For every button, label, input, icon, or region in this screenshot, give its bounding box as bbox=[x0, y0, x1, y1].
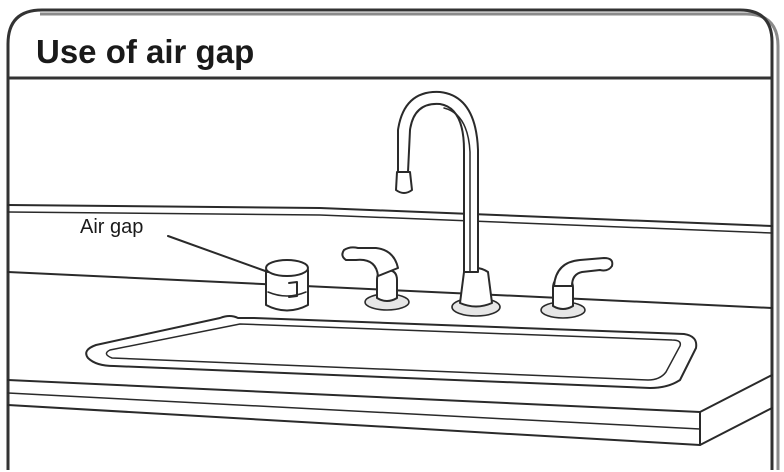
backsplash bbox=[7, 204, 773, 227]
faucet-tip bbox=[395, 171, 413, 194]
handle-icon-right bbox=[540, 257, 614, 319]
backsplash-edge bbox=[7, 211, 773, 234]
callout-leader-line bbox=[167, 235, 269, 273]
left-handle-lever bbox=[341, 246, 399, 277]
air-gap-icon bbox=[265, 259, 309, 312]
frame-border bbox=[6, 8, 774, 470]
sink-inner bbox=[105, 323, 682, 381]
right-handle-lever bbox=[553, 257, 614, 287]
counter-face-shade bbox=[7, 392, 701, 430]
faucet-icon bbox=[395, 90, 501, 317]
frame-shadow bbox=[40, 12, 780, 470]
air-gap-body bbox=[265, 269, 309, 312]
sink-rim bbox=[85, 315, 698, 389]
diagram-title: Use of air gap bbox=[36, 33, 254, 70]
counter-corner bbox=[699, 407, 773, 446]
sink-icon bbox=[85, 315, 698, 389]
counter-front-face bbox=[7, 404, 701, 446]
faucet-base bbox=[459, 267, 493, 308]
air-gap-label: Air gap bbox=[80, 216, 143, 238]
handle-icon bbox=[341, 246, 410, 311]
